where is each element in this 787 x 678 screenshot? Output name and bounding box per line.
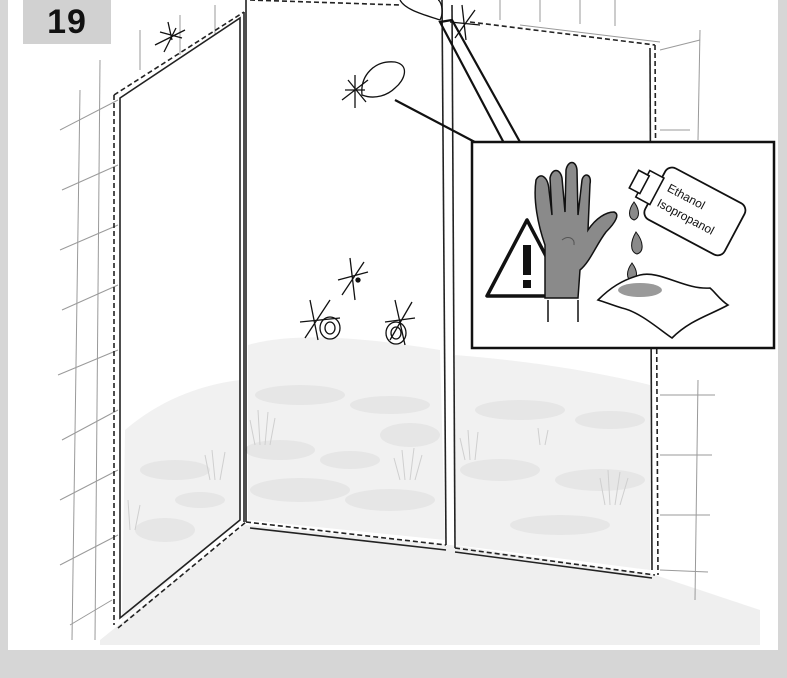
sparkle-marks bbox=[155, 0, 480, 345]
callout-pointer bbox=[395, 20, 520, 150]
step-number-badge: 19 bbox=[23, 0, 111, 44]
